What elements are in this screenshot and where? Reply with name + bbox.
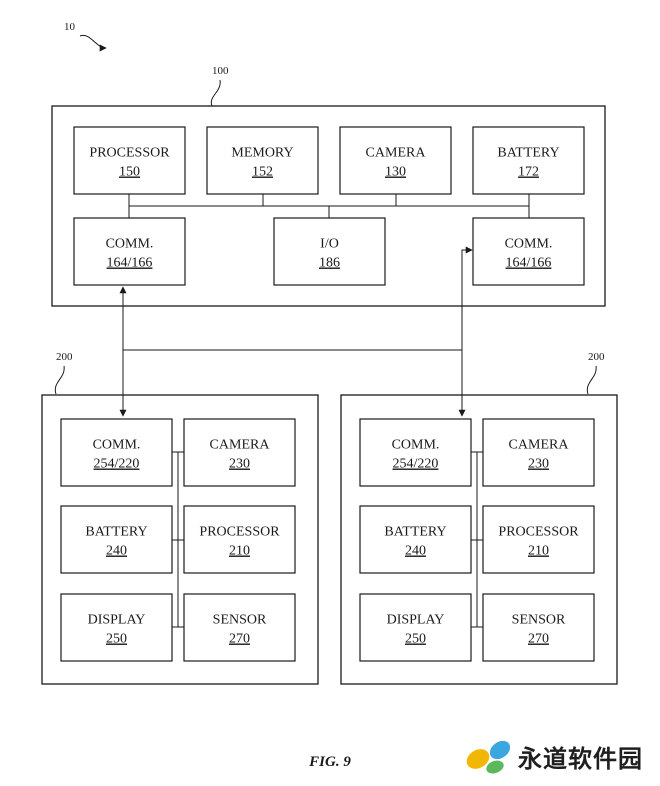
remote-left-outline [41, 394, 319, 685]
remote-left-display-block: DISPLAY 250 [60, 593, 173, 662]
device-io-block-number: 186 [319, 256, 340, 271]
figure-label: FIG. 9 [308, 754, 351, 770]
device-memory-block: MEMORY 152 [206, 126, 319, 195]
remote-left-sensor-block: SENSOR 270 [183, 593, 296, 662]
remote-right-display-block-box [359, 593, 472, 662]
device-comm-left-block-label: COMM. [106, 237, 154, 252]
remote-left-processor-block-box [183, 505, 296, 574]
remote-left-battery-block-label: BATTERY [85, 525, 147, 540]
device-comm-left-block-number: 164/166 [107, 256, 153, 271]
device-processor-block-box [73, 126, 186, 195]
remote-right-processor-block-box [482, 505, 595, 574]
device-io-block-box [273, 217, 386, 286]
remote-left-sensor-block-number: 270 [229, 632, 250, 647]
device-comm-left-block-box [73, 217, 186, 286]
device-battery-block-number: 172 [518, 165, 539, 180]
remote-left-processor-block-number: 210 [229, 544, 250, 559]
device-processor-block-label: PROCESSOR [89, 146, 170, 161]
remote-left-battery-block-number: 240 [106, 544, 127, 559]
remote-left-display-block-box [60, 593, 173, 662]
device-camera-block-label: CAMERA [366, 146, 427, 161]
remote-left-processor-block: PROCESSOR 210 [183, 505, 296, 574]
remote-right-battery-block-label: BATTERY [384, 525, 446, 540]
device-blocks: PROCESSOR 150 MEMORY 152 CAMERA 130 BATTERY 172… [73, 126, 585, 286]
watermark: 永道软件园 [462, 732, 660, 778]
device-battery-block-label: BATTERY [497, 146, 559, 161]
remote-right-comm-block-number: 254/220 [393, 457, 439, 472]
remote-left-comm-block-number: 254/220 [94, 457, 140, 472]
device-io-block: I/O 186 [273, 217, 386, 286]
remote-left-camera-block-box [183, 418, 296, 487]
remote-left-processor-block-label: PROCESSOR [199, 525, 280, 540]
remote-right-sensor-block-label: SENSOR [512, 613, 566, 628]
device-battery-block-box [472, 126, 585, 195]
remote-right-processor-block: PROCESSOR 210 [482, 505, 595, 574]
remote-left-sensor-block-box [183, 593, 296, 662]
remote-right-display-block-number: 250 [405, 632, 426, 647]
device-memory-block-label: MEMORY [231, 146, 293, 161]
device-outline [51, 105, 606, 307]
remote-left-comm-block-box [60, 418, 173, 487]
remote-left-camera-block-label: CAMERA [210, 438, 271, 453]
device-processor-block: PROCESSOR 150 [73, 126, 186, 195]
remote-right-processor-block-label: PROCESSOR [498, 525, 579, 540]
remote-left-battery-block: BATTERY 240 [60, 505, 173, 574]
ref-remote-right-leader [586, 365, 597, 395]
remote-right-comm-block-label: COMM. [392, 438, 440, 453]
remote-right-sensor-block-number: 270 [528, 632, 549, 647]
watermark-text: 永道软件园 [518, 745, 643, 773]
remote-right-sensor-block: SENSOR 270 [482, 593, 595, 662]
remote-right-camera-block-box [482, 418, 595, 487]
remote-right-outline [340, 394, 618, 685]
remote-left-battery-block-box [60, 505, 173, 574]
remote-right-comm-block: COMM. 254/220 [359, 418, 472, 487]
device-camera-block-box [339, 126, 452, 195]
ref-system: 10 [64, 21, 76, 33]
remote-right-display-block-label: DISPLAY [387, 613, 445, 628]
device-memory-block-number: 152 [252, 165, 273, 180]
watermark-logo-icon [466, 740, 511, 774]
remote-right-battery-block-number: 240 [405, 544, 426, 559]
device-memory-block-box [206, 126, 319, 195]
remote-right-battery-block: BATTERY 240 [359, 505, 472, 574]
ref-remote-left: 200 [56, 351, 73, 363]
device-comm-right-block-number: 164/166 [506, 256, 552, 271]
remote-right-processor-block-number: 210 [528, 544, 549, 559]
remote-left-display-block-number: 250 [106, 632, 127, 647]
ref-remote-left-leader [54, 365, 65, 395]
remote-right-camera-block-number: 230 [528, 457, 549, 472]
device-comm-right-block-label: COMM. [505, 237, 553, 252]
remote-left-camera-block: CAMERA 230 [183, 418, 296, 487]
device-camera-block: CAMERA 130 [339, 126, 452, 195]
remote-left-comm-block-label: COMM. [93, 438, 141, 453]
device-comm-right-block-box [472, 217, 585, 286]
remote-right-comm-block-box [359, 418, 472, 487]
remote-right-battery-block-box [359, 505, 472, 574]
remote-right-camera-block-label: CAMERA [509, 438, 570, 453]
remote-right-camera-block: CAMERA 230 [482, 418, 595, 487]
device-comm-left-block: COMM. 164/166 [73, 217, 186, 286]
remote-left-display-block-label: DISPLAY [88, 613, 146, 628]
remote-right-sensor-block-box [482, 593, 595, 662]
device-camera-block-number: 130 [385, 165, 406, 180]
ref-remote-right: 200 [588, 351, 605, 363]
device-battery-block: BATTERY 172 [472, 126, 585, 195]
remote-left-sensor-block-label: SENSOR [213, 613, 267, 628]
device-io-block-label: I/O [320, 237, 339, 252]
remote-left-comm-block: COMM. 254/220 [60, 418, 173, 487]
device-processor-block-number: 150 [119, 165, 140, 180]
link-comm-right [458, 246, 473, 417]
remote-right-display-block: DISPLAY 250 [359, 593, 472, 662]
ref-device-leader [210, 79, 221, 107]
remote-left-camera-block-number: 230 [229, 457, 250, 472]
ref-device: 100 [212, 65, 229, 77]
device-comm-right-block: COMM. 164/166 [472, 217, 585, 286]
ref-system-arrow [79, 34, 107, 52]
